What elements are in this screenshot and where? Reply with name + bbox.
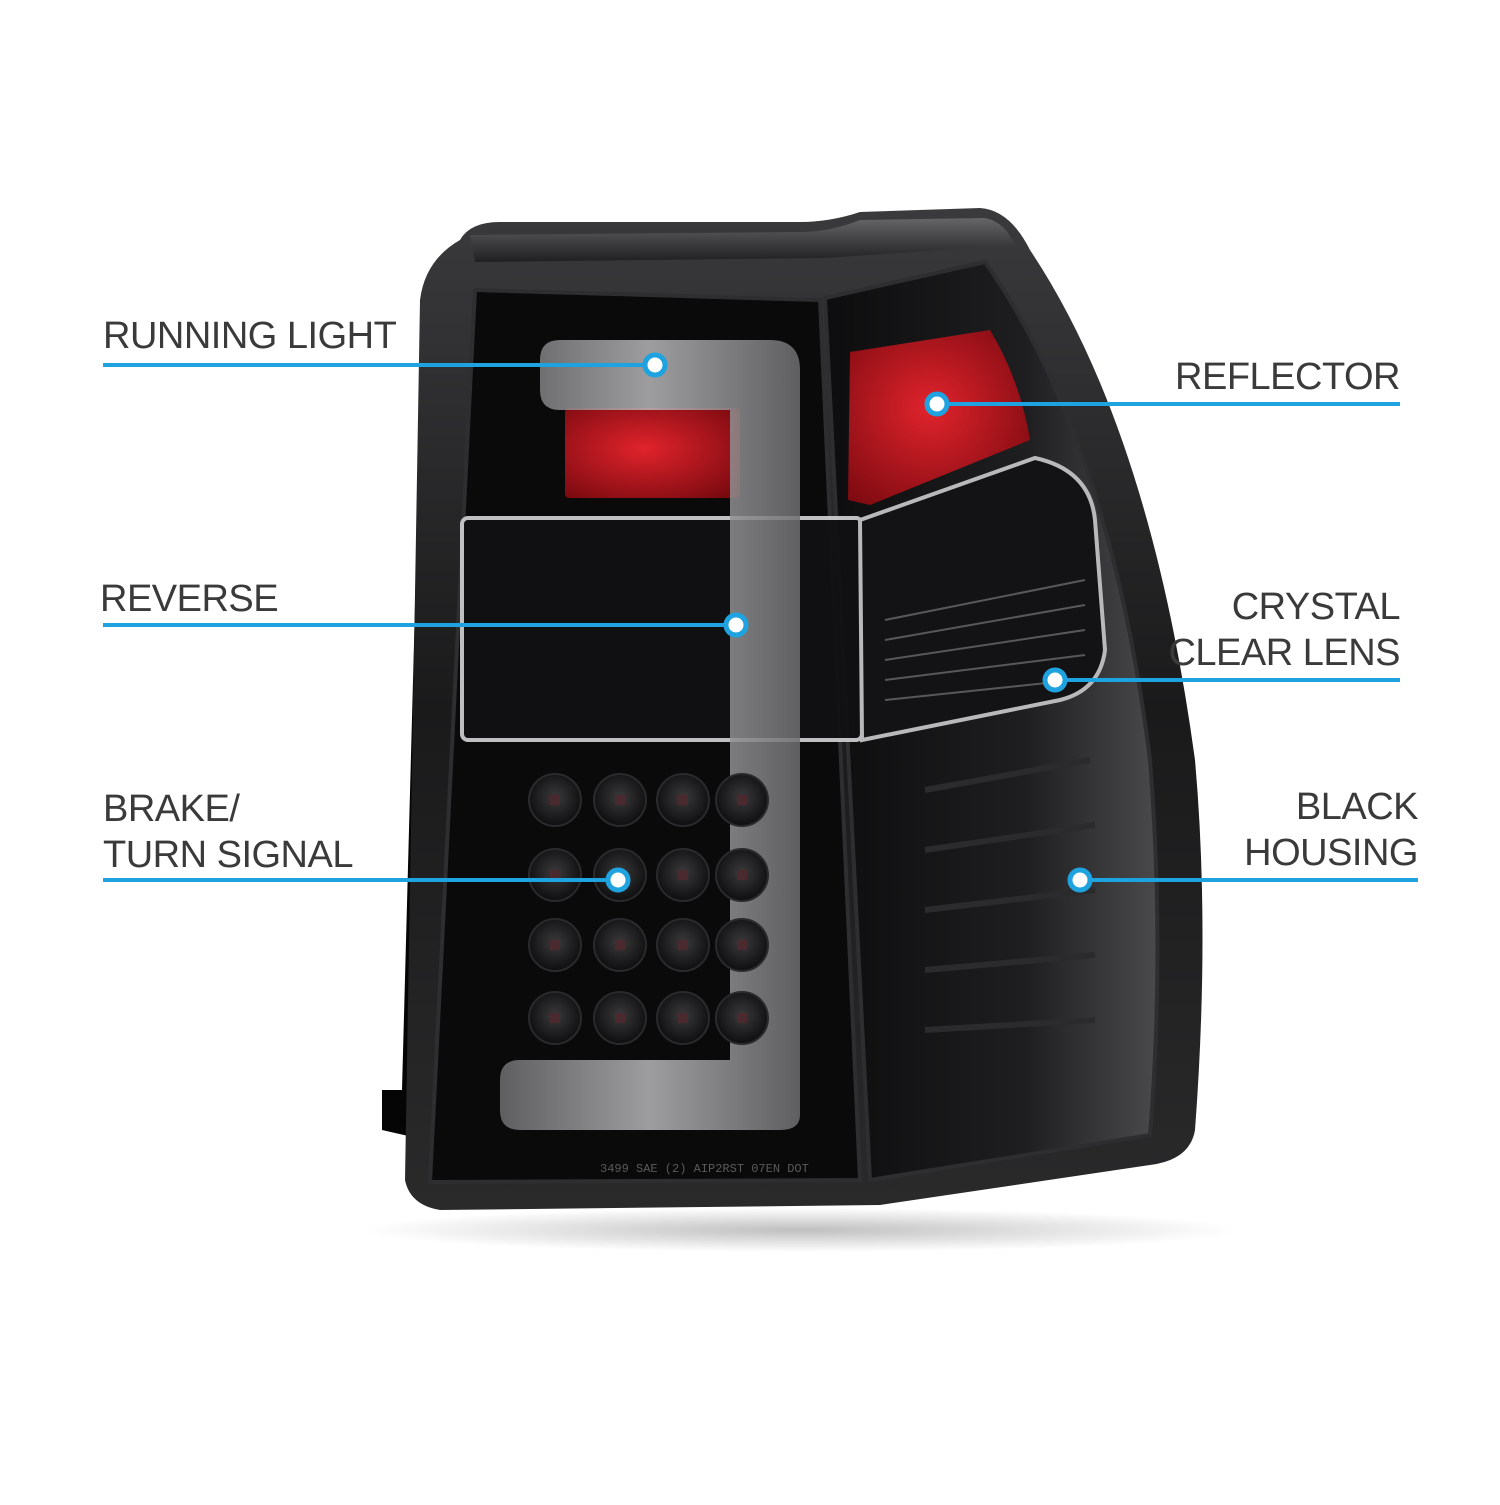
inner-reflector [565,408,740,498]
led-cell [528,918,582,972]
running-light-bar [500,340,800,1130]
label-brake-turn: BRAKE/ TURN SIGNAL [103,788,353,876]
side-clear-lens [857,455,1108,743]
callout-dot-brake-turn [605,867,631,893]
callout-dot-black-housing [1067,867,1093,893]
callout-lines [103,363,1418,882]
led-cell [715,848,769,902]
led-cell [715,773,769,827]
callout-dot-running-light [642,352,668,378]
led-cell [656,848,710,902]
led-cell [593,918,647,972]
callout-dot-reflector [924,391,950,417]
led-cell [528,848,582,902]
label-reverse: REVERSE [100,578,279,620]
led-cell [528,991,582,1045]
callout-dot-crystal-lens [1042,667,1068,693]
ground-shadow [360,1208,1240,1252]
housing-ribs [924,757,1096,1033]
led-array [528,773,769,1045]
led-cell [593,991,647,1045]
led-cell [715,918,769,972]
label-black-housing: BLACK HOUSING [1244,786,1418,874]
callout-dot-reverse [723,612,749,638]
callout-dots [605,352,1093,893]
reverse-lens [460,516,864,742]
led-cell [715,991,769,1045]
label-reflector: REFLECTOR [1175,356,1400,398]
side-reflector [848,330,1030,505]
led-cell [593,773,647,827]
top-edge [470,218,1015,262]
led-cell [656,773,710,827]
label-running-light: RUNNING LIGHT [103,315,397,357]
led-cell [528,773,582,827]
label-crystal-lens: CRYSTAL CLEAR LENS [1168,586,1400,674]
dot-marking: 3499 SAE (2) AIP2RST 07EN DOT [600,1162,809,1176]
led-cell [656,991,710,1045]
led-cell [656,918,710,972]
